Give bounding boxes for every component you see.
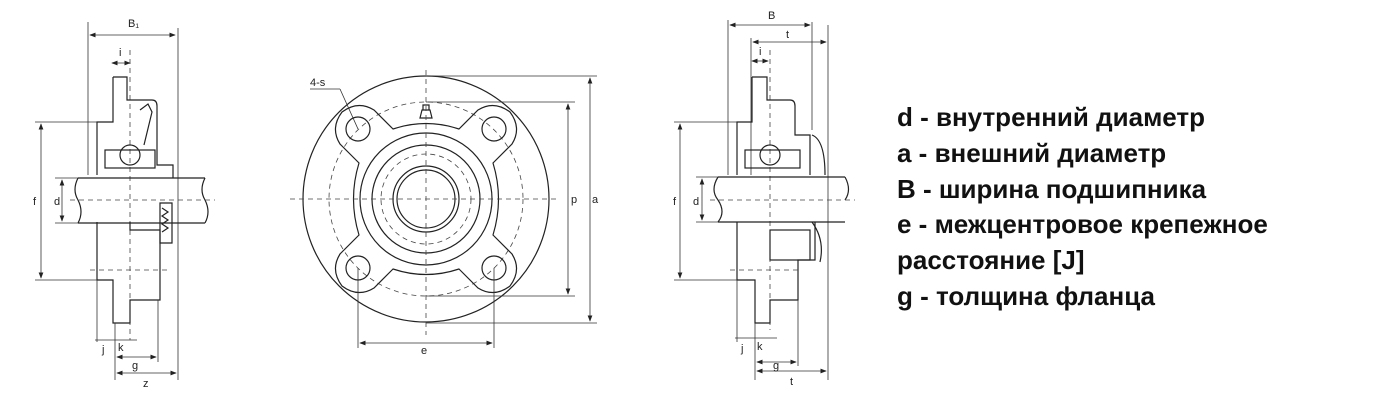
label-b: B [768,10,775,22]
legend-line: B - ширина подшипника [897,173,1207,204]
label-p: p [571,194,577,206]
label-t-top: t [786,29,789,41]
label-t-bottom: t [790,376,793,388]
label-4-s: 4-s [310,77,326,89]
side-view-left: B₁ i f d j k g z [33,18,215,390]
label-d: d [693,196,699,208]
legend-line: d - внутренний диаметр [897,102,1206,132]
legend-line: a - внешний диаметр [897,137,1167,168]
label-a: a [592,194,599,206]
label-i: i [759,46,761,58]
label-g: g [132,360,138,372]
label-d: d [54,196,60,208]
label-j: j [101,344,104,356]
label-i: i [119,47,121,59]
legend-line: расстояние [J] [897,245,1085,276]
label-f: f [33,196,37,208]
label-b1: B₁ [128,18,139,30]
side-view-right: B t i f d j k g t [673,10,855,388]
label-e: e [421,345,427,357]
legend-line: e - межцентровое крепежное [897,209,1268,240]
label-z: z [143,378,149,390]
label-k: k [757,341,763,353]
label-k: k [118,342,124,354]
label-f: f [673,196,677,208]
dimension-legend: d - внутренний диаметр a - внешний диаме… [897,100,1268,315]
label-j: j [740,343,743,355]
front-view: 4-s p a e [290,70,599,357]
legend-line: g - толщина фланца [897,280,1155,311]
label-g: g [773,360,779,372]
